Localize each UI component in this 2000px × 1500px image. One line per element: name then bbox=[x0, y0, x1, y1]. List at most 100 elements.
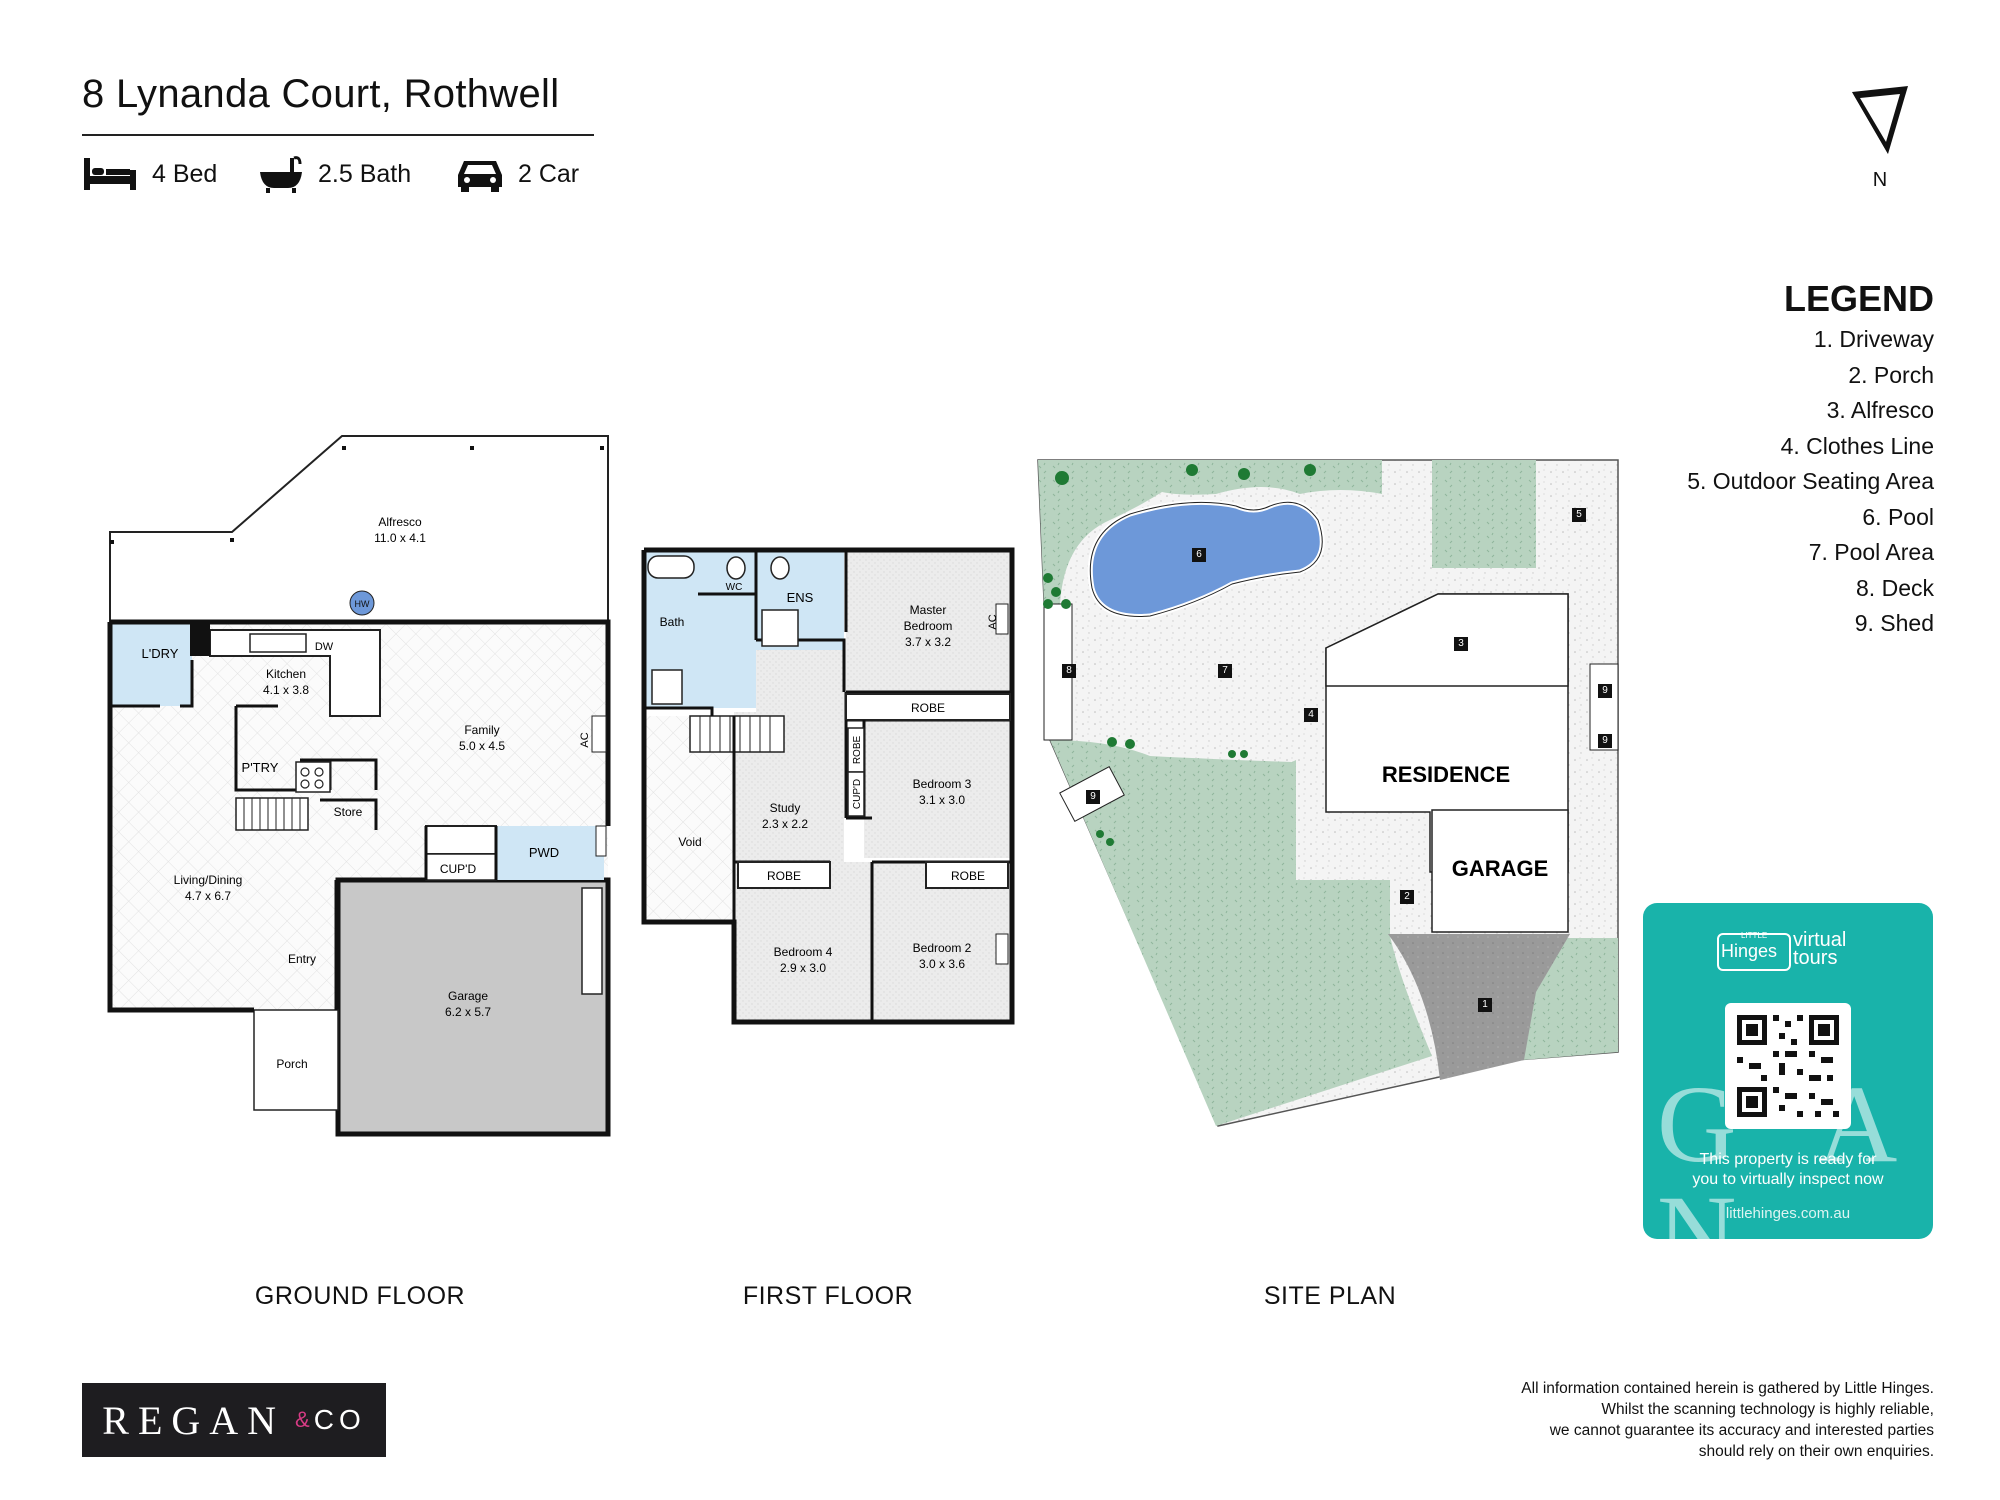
hinges-logo-text: Hinges bbox=[1721, 941, 1778, 961]
garage-footprint bbox=[1431, 809, 1569, 933]
label-entry: Entry bbox=[288, 952, 316, 966]
label-bedroom-2-size: 3.0 x 3.6 bbox=[919, 957, 965, 971]
label-living: Living/Dining bbox=[174, 873, 243, 887]
disclaimer-line: should rely on their own enquiries. bbox=[1698, 1443, 1934, 1460]
label-living-size: 4.7 x 6.7 bbox=[185, 889, 231, 903]
site-marker-4: 4 bbox=[1304, 708, 1318, 722]
legend-item: 6. Pool bbox=[1862, 503, 1934, 530]
qr-code-icon bbox=[1737, 1015, 1839, 1117]
first-floor-plan: Bath WC ENS Master Bedroom 3.7 x 3.2 AC … bbox=[641, 547, 1015, 1025]
label-cupd-vertical: CUP'D bbox=[852, 779, 863, 809]
site-marker-9b: 9 bbox=[1598, 734, 1612, 748]
label-residence: RESIDENCE bbox=[1382, 762, 1510, 787]
bath-feature: 2.5 Bath bbox=[258, 152, 411, 196]
ensuite-shower bbox=[761, 609, 799, 647]
qr-code[interactable] bbox=[1725, 1003, 1851, 1129]
label-laundry: L'DRY bbox=[142, 646, 179, 661]
property-address: 8 Lynanda Court, Rothwell bbox=[82, 72, 560, 116]
logo-main-text: REGAN bbox=[102, 1397, 286, 1443]
disclaimer-line: All information contained herein is gath… bbox=[1521, 1380, 1934, 1397]
label-family: Family bbox=[464, 723, 499, 737]
kitchen-sink bbox=[249, 633, 307, 653]
logo-ampersand: & bbox=[295, 1407, 310, 1432]
lawn-top-left bbox=[1038, 460, 1162, 604]
label-bath: Bath bbox=[660, 615, 685, 629]
label-bedroom-4: Bedroom 4 bbox=[774, 945, 833, 959]
site-marker-7: 7 bbox=[1218, 664, 1232, 678]
bed-feature: 4 Bed bbox=[82, 152, 217, 196]
hinges-logo-small: LITTLE bbox=[1741, 931, 1768, 940]
disclaimer: All information contained herein is gath… bbox=[1374, 1378, 1934, 1462]
label-porch: Porch bbox=[276, 1057, 307, 1071]
legend-item: 7. Pool Area bbox=[1808, 539, 1934, 565]
label-robe-master: ROBE bbox=[911, 701, 945, 715]
car-label: 2 Car bbox=[518, 159, 580, 188]
site-marker-1: 1 bbox=[1478, 998, 1492, 1012]
north-arrow-icon: N bbox=[1852, 86, 1908, 191]
north-arrow: N bbox=[1846, 84, 1916, 199]
label-pwd: PWD bbox=[529, 845, 559, 860]
site-marker-9a: 9 bbox=[1598, 684, 1612, 698]
virtual-label: virtual bbox=[1793, 929, 1847, 951]
hot-water-unit bbox=[349, 590, 375, 616]
north-label: N bbox=[1873, 169, 1887, 191]
legend-item: 8. Deck bbox=[1856, 574, 1934, 601]
disclaimer-line: we cannot guarantee its accuracy and int… bbox=[1549, 1422, 1934, 1439]
vt-line-1: This property is ready for bbox=[1699, 1151, 1877, 1168]
label-family-size: 5.0 x 4.5 bbox=[459, 739, 505, 753]
legend-item: 5. Outdoor Seating Area bbox=[1687, 468, 1934, 494]
first-floor-stairs bbox=[689, 715, 785, 753]
title-divider bbox=[82, 134, 594, 136]
label-garage: Garage bbox=[448, 989, 488, 1003]
label-hw: HW bbox=[355, 599, 370, 609]
porch-area bbox=[253, 1009, 339, 1111]
label-master: Master bbox=[910, 603, 947, 617]
site-marker-9c: 9 bbox=[1086, 790, 1100, 804]
bedroom-2-robe bbox=[925, 861, 1009, 889]
site-marker-6: 6 bbox=[1192, 548, 1206, 562]
cupboard bbox=[425, 825, 497, 855]
label-alfresco-size: 11.0 x 4.1 bbox=[374, 531, 426, 545]
lawn-top bbox=[1162, 460, 1382, 495]
bath-shower bbox=[651, 669, 683, 705]
label-pantry: P'TRY bbox=[242, 760, 279, 775]
label-study-size: 2.3 x 2.2 bbox=[762, 817, 808, 831]
logo-co-text: CO bbox=[313, 1404, 366, 1435]
ground-stairs bbox=[235, 797, 309, 831]
label-bedroom-3-size: 3.1 x 3.0 bbox=[919, 793, 965, 807]
site-plan: RESIDENCE GARAGE bbox=[1037, 459, 1619, 1127]
label-wc: WC bbox=[726, 582, 743, 593]
car-icon bbox=[458, 161, 502, 192]
bathtub-icon bbox=[260, 156, 302, 193]
site-plan-label: SITE PLAN bbox=[1263, 1282, 1397, 1310]
legend-list: 1. Driveway 2. Porch 3. Alfresco 4. Clot… bbox=[1687, 322, 1934, 642]
label-dw: DW bbox=[315, 641, 334, 653]
vt-url-link[interactable]: littlehinges.com.au bbox=[1725, 1205, 1851, 1222]
gan-watermark: G A N bbox=[1657, 1063, 1922, 1239]
bed-label: 4 Bed bbox=[152, 159, 218, 188]
label-bedroom-2: Bedroom 2 bbox=[913, 941, 972, 955]
label-robe-bed2: ROBE bbox=[951, 869, 985, 883]
label-store: Store bbox=[334, 805, 363, 819]
label-master-size: 3.7 x 3.2 bbox=[905, 635, 951, 649]
label-ff-ac: AC bbox=[987, 614, 999, 629]
label-ens: ENS bbox=[787, 590, 814, 605]
legend-item: 1. Driveway bbox=[1813, 326, 1934, 352]
car-feature: 2 Car bbox=[456, 152, 579, 196]
bath-label: 2.5 Bath bbox=[318, 159, 412, 188]
powder-room-area bbox=[496, 826, 604, 880]
hinges-logo-box bbox=[1717, 933, 1791, 971]
label-bedroom-4-size: 2.9 x 3.0 bbox=[780, 961, 826, 975]
bed-icon bbox=[84, 158, 136, 190]
label-ac: AC bbox=[579, 732, 591, 747]
label-kitchen: Kitchen bbox=[266, 667, 306, 681]
master-robe bbox=[845, 693, 1011, 721]
laundry-area bbox=[112, 622, 192, 706]
label-robe-vertical: ROBE bbox=[852, 736, 863, 765]
legend-title: LEGEND bbox=[1783, 278, 1934, 319]
disclaimer-line: Whilst the scanning technology is highly… bbox=[1601, 1401, 1934, 1418]
vt-line-2: you to virtually inspect now bbox=[1692, 1171, 1884, 1188]
cupboard-vertical bbox=[847, 771, 865, 817]
virtual-tour-card[interactable]: LITTLE Hinges virtual tours G A N This p… bbox=[1643, 903, 1933, 1239]
